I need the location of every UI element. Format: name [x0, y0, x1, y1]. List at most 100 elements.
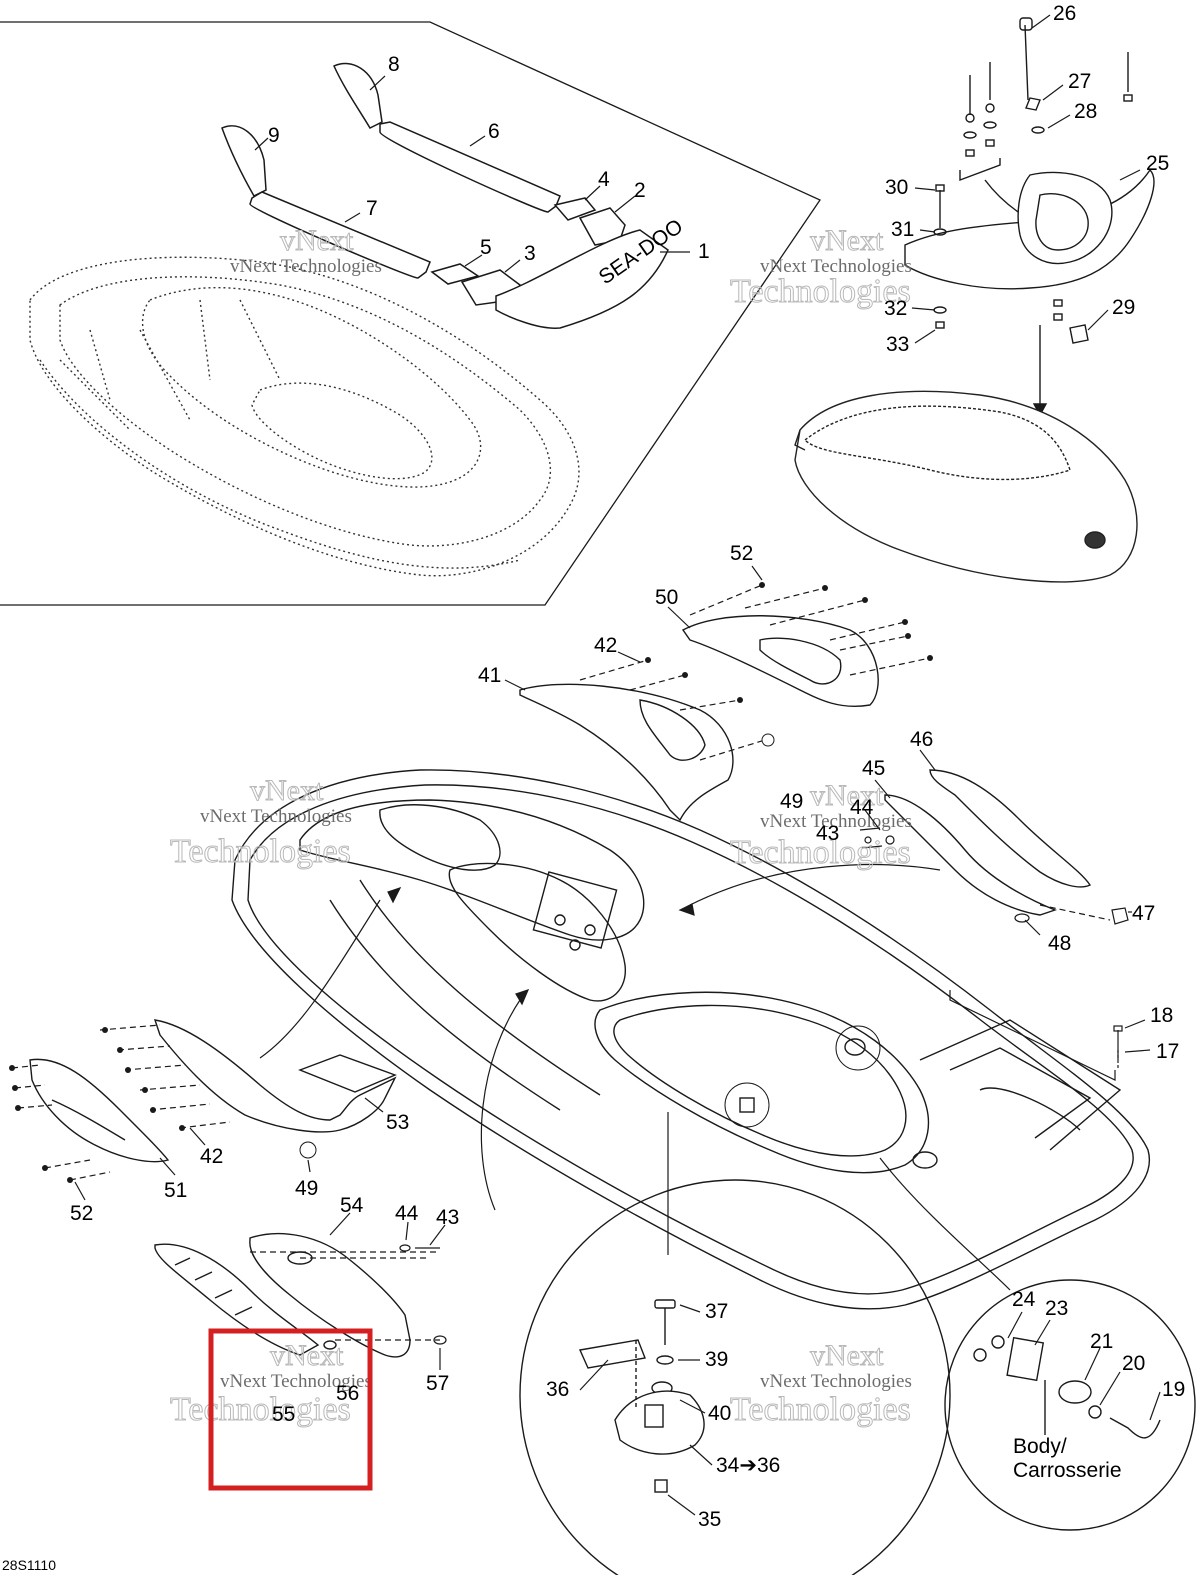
- callout-28: 28: [1074, 100, 1097, 123]
- part-53-bracket: [298, 1054, 397, 1093]
- part-9: [221, 125, 267, 197]
- part-46: [929, 769, 1092, 888]
- hull-arrows: [259, 864, 1123, 1291]
- callout-5: 5: [480, 236, 492, 259]
- callout-26: 26: [1053, 2, 1076, 25]
- callout-1: 1: [698, 240, 710, 263]
- part-1: [495, 229, 669, 329]
- detail-circle-fastener: [519, 1179, 951, 1580]
- left-side-screws: [11, 1024, 231, 1181]
- callout-8: 8: [388, 53, 400, 76]
- callout-43-lower: 43: [436, 1206, 459, 1229]
- main-hull: [231, 769, 1150, 1310]
- left-side-panels: [29, 1019, 397, 1163]
- callout-40: 40: [708, 1402, 731, 1425]
- callout-41: 41: [478, 664, 501, 687]
- callout-57: 57: [426, 1372, 449, 1395]
- body-label-line1: Body/: [1013, 1435, 1067, 1458]
- watermark-vnext-3b: vNext Technologies: [200, 806, 352, 827]
- callout-35: 35: [698, 1508, 721, 1531]
- watermark-vnext-2b: vNext Technologies: [760, 256, 912, 277]
- callout-52-left: 52: [70, 1202, 93, 1225]
- upper-screw-heads: [645, 582, 933, 747]
- callout-7: 7: [366, 197, 378, 220]
- callout-39: 39: [705, 1348, 728, 1371]
- part-45: [884, 794, 1058, 916]
- part-4: [553, 197, 597, 221]
- callout-37: 37: [705, 1300, 728, 1323]
- callout-6: 6: [488, 120, 500, 143]
- callout-50: 50: [655, 586, 678, 609]
- watermark-vnext-3a: vNext: [250, 774, 324, 807]
- callout-3: 3: [524, 242, 536, 265]
- callout-56: 56: [336, 1382, 359, 1405]
- callout-44-right: 44: [850, 796, 874, 819]
- callout-47: 47: [1132, 902, 1155, 925]
- callout-25: 25: [1146, 152, 1169, 175]
- detail-circle-clip: [944, 1279, 1196, 1531]
- watermark-vnext-4c: Technologies: [730, 834, 911, 871]
- callout-18: 18: [1150, 1004, 1173, 1027]
- inset-mats: [221, 62, 669, 329]
- callout-9: 9: [268, 124, 280, 147]
- callout-55: 55: [272, 1403, 295, 1426]
- callout-54: 54: [340, 1194, 364, 1217]
- watermark-vnext-2c: Technologies: [730, 273, 911, 310]
- callout-52-top: 52: [730, 542, 753, 565]
- callout-32: 32: [884, 297, 907, 320]
- body-label-line2: Carrosserie: [1013, 1459, 1122, 1482]
- watermark-vnext-6b: vNext Technologies: [760, 1371, 912, 1392]
- callout-4: 4: [598, 168, 610, 191]
- callout-34: 34➔36: [716, 1454, 780, 1477]
- storage-bin: [794, 390, 1138, 583]
- inset-leaders: [254, 75, 690, 273]
- part-7: [249, 191, 431, 279]
- watermark-vnext-5c: Technologies: [170, 1391, 351, 1428]
- left-side-screw-heads: [9, 1027, 317, 1183]
- part-6: [379, 121, 561, 213]
- callout-44-lower: 44: [395, 1202, 419, 1225]
- callout-21: 21: [1090, 1330, 1113, 1353]
- part-54: [249, 1232, 411, 1358]
- part-2: [578, 207, 626, 246]
- callout-45: 45: [862, 757, 885, 780]
- callout-36: 36: [546, 1378, 569, 1401]
- callout-49-top: 49: [780, 790, 803, 813]
- part-55: [154, 1243, 320, 1356]
- watermark-vnext-2a: vNext: [810, 224, 884, 257]
- part-8: [333, 62, 383, 129]
- inset-hull: [29, 256, 580, 577]
- callout-29: 29: [1112, 296, 1135, 319]
- handle-assembly: [904, 17, 1155, 417]
- callout-27: 27: [1068, 70, 1091, 93]
- inset-panel: SEA-DOO: [0, 21, 821, 606]
- callout-23: 23: [1045, 1297, 1068, 1320]
- lower-left-fasteners: [250, 1244, 447, 1345]
- watermark-vnext-5a: vNext: [270, 1339, 344, 1372]
- callout-33: 33: [886, 333, 909, 356]
- inset-frame: [0, 21, 821, 606]
- callout-31: 31: [891, 218, 914, 241]
- callout-2: 2: [634, 179, 646, 202]
- callout-19: 19: [1162, 1378, 1185, 1401]
- watermark-vnext-3c: Technologies: [170, 833, 351, 870]
- right-side-fasteners: [859, 827, 1129, 925]
- highlight-box: [208, 1328, 373, 1491]
- callout-30: 30: [885, 176, 908, 199]
- callout-51: 51: [164, 1179, 187, 1202]
- callout-leaders: [74, 14, 1161, 1516]
- upper-cowl-screws: [579, 584, 931, 761]
- part-50: [681, 615, 879, 707]
- callout-24: 24: [1012, 1288, 1036, 1311]
- part-51: [29, 1058, 170, 1163]
- callout-17: 17: [1156, 1040, 1179, 1063]
- watermarks: vNext vNext Technologies vNext vNext Tec…: [170, 224, 912, 1429]
- watermark-vnext-6c: Technologies: [730, 1391, 911, 1428]
- watermark-vnext-4b: vNext Technologies: [760, 811, 912, 832]
- part-53: [153, 1019, 397, 1133]
- callout-20: 20: [1122, 1352, 1145, 1375]
- watermark-vnext-1b: vNext Technologies: [230, 256, 382, 277]
- diagram-code: 28S1110: [2, 1557, 56, 1573]
